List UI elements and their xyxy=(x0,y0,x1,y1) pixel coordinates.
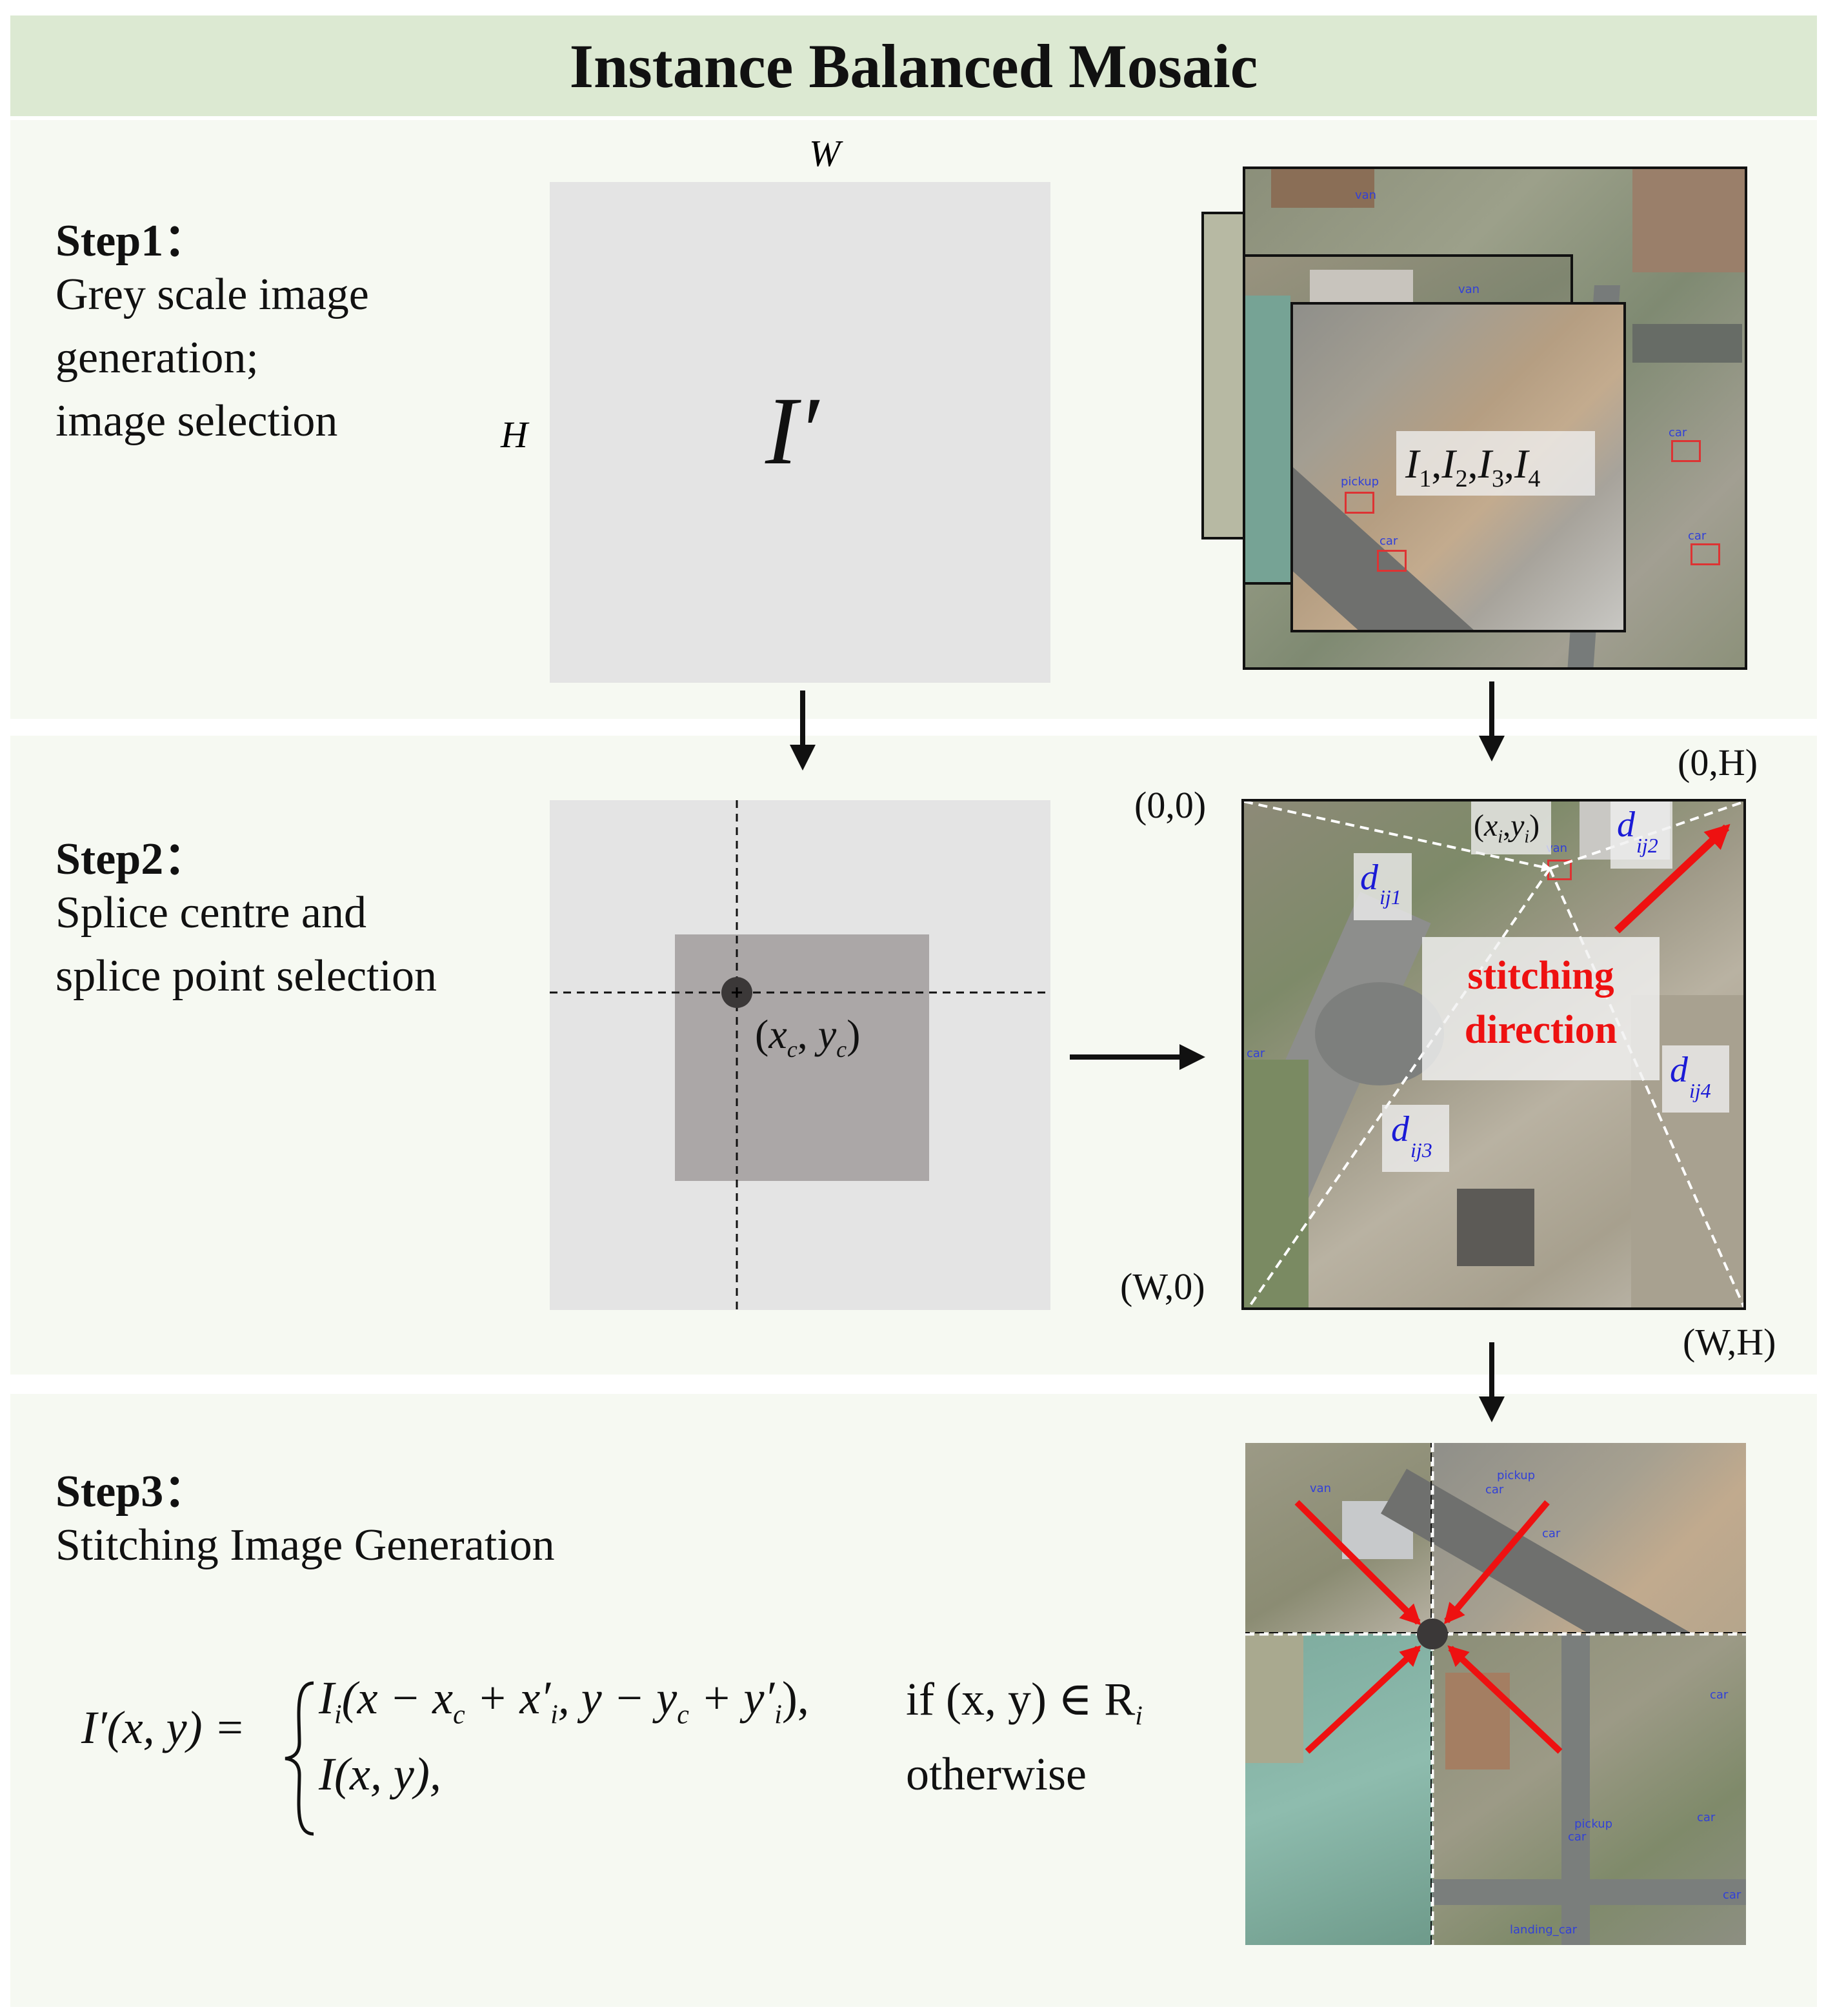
diagram-title: Instance Balanced Mosaic xyxy=(569,31,1258,101)
mosaic-label-car-2: car xyxy=(1542,1527,1561,1540)
title-band: Instance Balanced Mosaic xyxy=(10,15,1817,116)
crosshair xyxy=(550,800,1050,1310)
mosaic-label-car-3: car xyxy=(1710,1688,1729,1702)
mosaic-overlay xyxy=(1245,1443,1746,1945)
mosaic-tile-bottom-left xyxy=(1245,1634,1432,1945)
step1-line-3: image selection xyxy=(55,396,338,446)
stitching-direction-label: stitching direction xyxy=(1464,954,1618,1052)
stack-label-van-2: van xyxy=(1458,283,1480,296)
step2-description: Splice centre and splice point selection xyxy=(55,882,437,1008)
mosaic-tile-top-right xyxy=(1381,1443,1746,1708)
point-label-chip: (xi,yi) xyxy=(1471,801,1551,854)
stack-label-chip: I1,I2,I3,I4 xyxy=(1396,431,1595,496)
corner-bottom-left: (W,0) xyxy=(1120,1265,1205,1307)
stitch-arrow-top-right xyxy=(1443,1500,1550,1624)
stack-label-car-1: car xyxy=(1669,426,1687,439)
corner-top-left: (0,0) xyxy=(1134,784,1207,826)
point-label: (xi,yi) xyxy=(1474,809,1540,847)
stitch-arrow-bottom-right xyxy=(1447,1645,1563,1754)
stack-label: I1,I2,I3,I4 xyxy=(1405,441,1541,492)
stitched-mosaic: van pickup car car car pickup car car ca… xyxy=(1245,1443,1746,1945)
mosaic-label-car-1: car xyxy=(1485,1483,1504,1497)
splice-centre-image: (xc, yc) xyxy=(550,800,1050,1310)
step3-description: Stitching Image Generation xyxy=(55,1514,555,1577)
formula-condition-1: if (x, y) ∈ Ri xyxy=(906,1673,1143,1731)
height-label: H xyxy=(501,414,528,456)
stack-label-van: van xyxy=(1355,188,1377,202)
splice-photo-label-car: car xyxy=(1247,1047,1265,1060)
step1-heading: Step1： xyxy=(55,216,209,266)
distance-label-1: d ij1 xyxy=(1354,853,1412,920)
mosaic-label-van: van xyxy=(1310,1482,1332,1495)
stitching-direction-arrow xyxy=(1614,823,1731,934)
distance-label-2: d ij2 xyxy=(1610,801,1672,869)
step3-line-1: Stitching Image Generation xyxy=(55,1520,555,1570)
mosaic-centre-dot xyxy=(1417,1618,1448,1649)
stack-label-pickup: pickup xyxy=(1341,475,1380,489)
mosaic-label-pickup-2: pickup xyxy=(1574,1817,1613,1831)
formula-lhs: I′(x, y) = xyxy=(81,1702,246,1753)
centre-region xyxy=(675,934,929,1181)
distance-label-4: d ij4 xyxy=(1662,1045,1729,1113)
formula-case-1: Ii(x − xc + x′i, y − yc + y′i), xyxy=(319,1672,809,1730)
distance-label-3: d ij3 xyxy=(1382,1105,1449,1172)
mosaic-label-car-5: car xyxy=(1697,1811,1716,1824)
mosaic-label-pickup-1: pickup xyxy=(1497,1469,1536,1482)
splice-photo: van car (xi,yi) d ij1 d ij2 d ij3 d ij4 … xyxy=(1241,799,1746,1310)
step2-line-1: Splice centre and xyxy=(55,888,367,938)
width-label: W xyxy=(809,132,841,174)
stack-label-car-2: car xyxy=(1688,529,1707,543)
stitch-arrow-bottom-left xyxy=(1305,1645,1421,1754)
stitching-direction-chip: stitching direction xyxy=(1422,937,1660,1080)
formula-condition-2: otherwise xyxy=(906,1748,1087,1800)
stack-image-road: pickup car I1,I2,I3,I4 xyxy=(1290,302,1626,632)
corner-bottom-right: (W,H) xyxy=(1683,1321,1776,1363)
step3-heading: Step3： xyxy=(55,1467,209,1517)
step1-line-2: generation; xyxy=(55,333,259,383)
grey-scale-image: I′ xyxy=(550,182,1050,683)
corner-top-right: (0,H) xyxy=(1678,741,1758,783)
splice-photo-label-van: van xyxy=(1546,842,1568,855)
mosaic-label-landing-car: landing_car xyxy=(1510,1923,1578,1937)
mosaic-tile-bottom-right xyxy=(1432,1634,1746,1945)
mosaic-label-car-6: car xyxy=(1723,1888,1741,1902)
grey-image-label: I′ xyxy=(765,378,819,485)
stack-label-car-3: car xyxy=(1380,534,1398,548)
step1-line-1: Grey scale image xyxy=(55,270,369,319)
formula-case-2: I(x, y), xyxy=(319,1748,441,1800)
centre-label: (xc, yc) xyxy=(755,1011,861,1062)
step2-line-2: splice point selection xyxy=(55,951,437,1001)
formula-brace xyxy=(285,1681,314,1836)
stitch-arrow-top-left xyxy=(1294,1500,1421,1626)
step2-heading: Step2： xyxy=(55,834,209,884)
mosaic-label-car-4: car xyxy=(1568,1830,1587,1844)
step1-description: Grey scale image generation; image selec… xyxy=(55,263,369,453)
